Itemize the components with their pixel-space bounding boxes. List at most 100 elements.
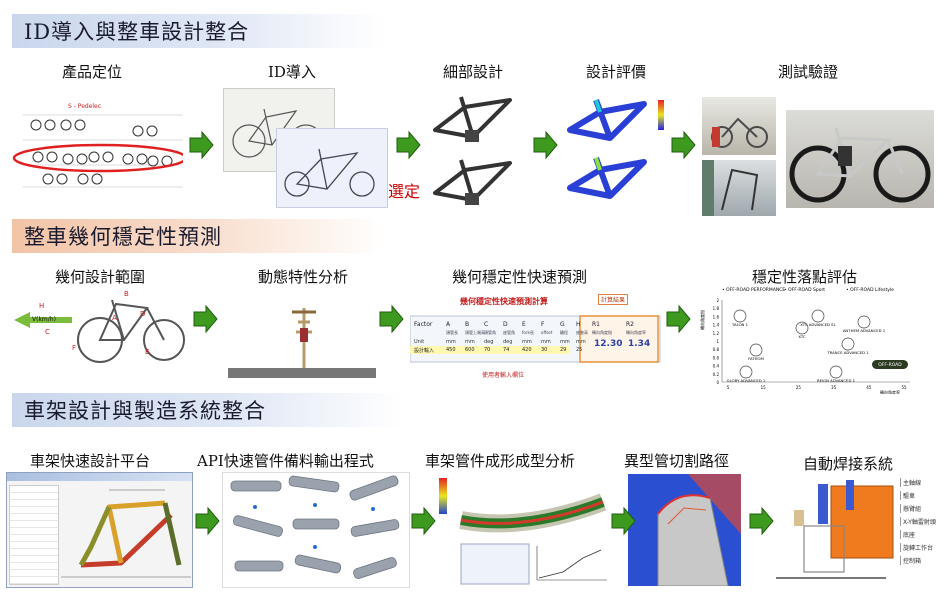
test-bike-photo [786, 110, 934, 208]
step-label: 車架快速設計平台 [30, 452, 151, 470]
offroad-badge-label: OFF-ROAD [878, 362, 902, 368]
x-tick-label: 15 [761, 385, 767, 390]
legend-entry: • OFF-ROAD Lifestyle [846, 287, 894, 293]
bike-marker [829, 365, 843, 379]
table-cell: 30 [541, 347, 548, 353]
table-cell: D [503, 321, 508, 328]
section-title: ID導入與整車設計整合 [24, 20, 250, 44]
table-cell: deg [503, 339, 513, 345]
geometry-marker-label: E [145, 348, 150, 356]
table-cell: 74 [503, 347, 510, 353]
section-title: 整車幾何穩定性預測 [24, 225, 222, 249]
step-label: 動態特性分析 [258, 268, 349, 286]
legend-entry: • OFF-ROAD Sport [784, 287, 825, 293]
welding-part-label: 驅車 [900, 491, 915, 500]
y-tick-label: 1.4 [713, 323, 720, 328]
table-cell: 600 [465, 347, 475, 353]
y-tick-label: 1.8 [713, 306, 720, 311]
flow-arrow-icon [379, 304, 404, 334]
flow-arrow-icon [671, 130, 696, 160]
y-tick-label: 0.8 [713, 347, 720, 352]
table-cell: Factor [414, 321, 433, 328]
dynamic-analysis-image [228, 290, 376, 378]
y-tick-label: 0 [716, 380, 719, 385]
frame-model-graphic [61, 489, 191, 578]
table-cell: B [465, 321, 470, 328]
welding-part-label: 旋轉工作台 [900, 543, 933, 552]
flow-arrow-icon [533, 130, 558, 160]
geometry-marker-label: B [124, 290, 129, 298]
table-cell: R2 [626, 321, 634, 328]
step-label: 車架管件成形成型分析 [425, 452, 576, 470]
bike-label: GLORY ADVANCED 1 [727, 378, 766, 383]
legend-entry: • OFF-ROAD PERFORMANCE [722, 287, 785, 293]
table-cell: fork長 [522, 330, 534, 335]
y-axis-label: 轉向角度指 [700, 310, 705, 330]
table-cell: 轉向角度率 [626, 330, 646, 335]
bike-marker [857, 315, 871, 329]
table-cell: 420 [522, 347, 532, 353]
table-cell: 70 [484, 347, 491, 353]
welding-part-label: 主軸線 [900, 478, 921, 487]
bike-label: REIGN ADVANCED 1 [817, 378, 856, 383]
y-tick-label: 1.2 [713, 331, 720, 336]
table-cell: 設計輸入 [414, 348, 435, 354]
flow-arrow-icon [195, 506, 220, 536]
table-cell: 25 [576, 347, 583, 353]
table-grid [410, 315, 661, 363]
table-cell: 29 [560, 347, 567, 353]
y-tick-label: 0.4 [713, 364, 720, 369]
x-tick-label: 55 [901, 385, 907, 390]
test-photo [702, 160, 776, 216]
positioning-heading: S - Pedelec [68, 103, 102, 110]
table-cell: E [522, 321, 526, 328]
table-cell: mm [522, 339, 532, 345]
bike-label: XTC ADVANCED SL [800, 322, 836, 327]
input-note: 使用者輸入欄位 [482, 372, 525, 378]
x-axis-label: 轉向角度率 [880, 389, 900, 394]
table-cell: deg [484, 339, 494, 345]
bike-label: ANTHEM ADVANCED 1 [843, 328, 886, 333]
y-tick-label: 1.6 [713, 314, 720, 319]
step-label: 細部設計 [443, 63, 504, 81]
selected-note: 選定 [388, 182, 421, 201]
table-cell: G [560, 321, 565, 328]
bike-marker [795, 321, 809, 335]
bike-marker [841, 337, 855, 351]
table-cell: 座墊高 [576, 330, 588, 335]
y-tick-label: 2 [716, 298, 719, 303]
geometry-marker-label: F [72, 344, 77, 352]
section-banner-frame: 車架設計與製造系統整合 [12, 393, 404, 427]
result-label: 計算結果 [598, 294, 629, 305]
bike-label: TRANCE ADVANCED 1 [826, 350, 869, 355]
table-cell: 座管角 [503, 330, 515, 335]
step-label: 測試驗證 [778, 63, 839, 81]
geometry-marker-label: A [112, 314, 117, 322]
tube-cutting-path-image [628, 474, 741, 586]
table-cell: mm [446, 339, 456, 345]
bike-label: TALON 1 [731, 322, 749, 327]
flow-arrow-icon [411, 506, 436, 536]
table-cell: 轉向角度指 [592, 330, 612, 335]
bike-marker [733, 309, 747, 323]
bike-label: XTC [798, 334, 806, 339]
flow-arrow-icon [666, 304, 691, 334]
y-tick-label: 0.6 [713, 355, 720, 360]
speed-label: V(km/h) [32, 316, 56, 323]
x-tick-label: 45 [866, 385, 872, 390]
table-cell: F [541, 321, 545, 328]
table-cell: offset [541, 330, 553, 335]
welding-part-label: X-Y軸雷射頭 [900, 517, 936, 526]
welding-part-label: 控制箱 [900, 556, 921, 565]
product-positioning-image: S - Pedelec [8, 95, 183, 195]
table-cell: 450 [446, 347, 456, 353]
offroad-badge [872, 360, 908, 369]
table-cell: 12.30 [594, 339, 623, 349]
table-cell: mm [541, 339, 551, 345]
flow-arrow-icon [611, 506, 636, 536]
table-cell: 輪徑 [560, 330, 568, 335]
